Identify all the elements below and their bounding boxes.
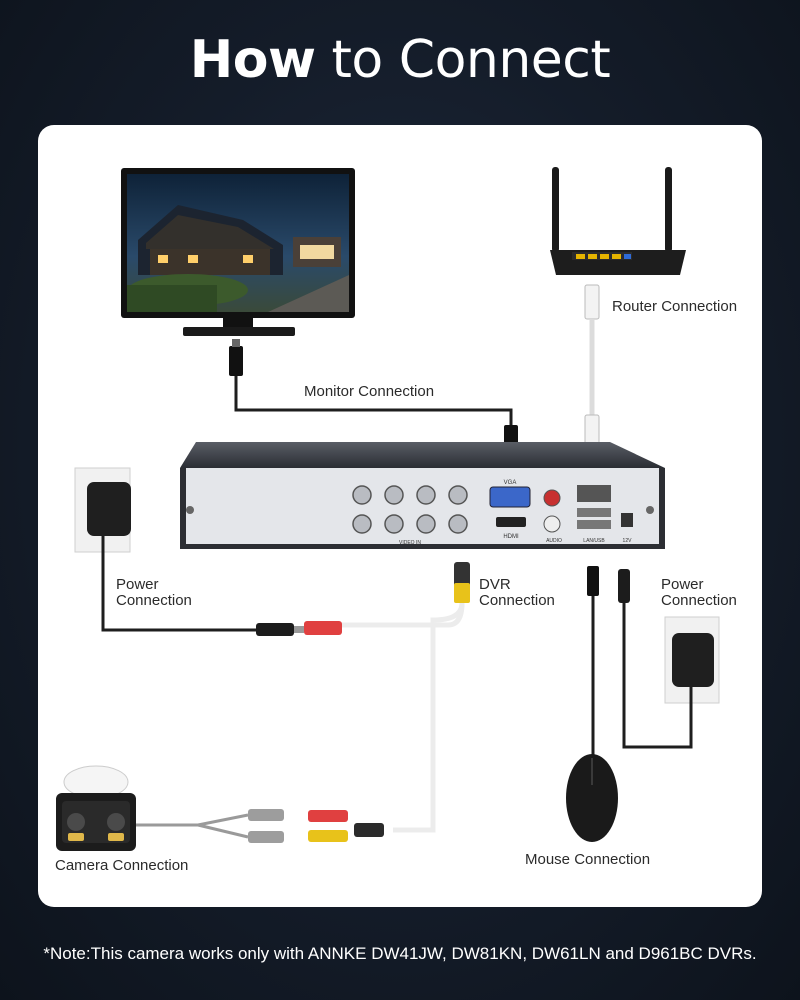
camera-icon: [56, 765, 384, 851]
power-connection-left-label: Power Connection: [116, 576, 192, 609]
lan-label: LAN/USB: [583, 538, 605, 544]
dc-label: 12V: [623, 538, 633, 544]
power-adapter-right-icon: [618, 569, 720, 749]
dvr-recorder: [180, 442, 665, 549]
audio-label: AUDIO: [546, 538, 562, 544]
monitor-icon: [121, 168, 355, 336]
compatibility-note: *Note:This camera works only with ANNKE …: [43, 944, 757, 963]
diagram-card: VGA HDMI VIDEO IN AUDIO LAN/USB 12V: [38, 125, 762, 907]
power-connection-right-label: Power Connection: [661, 576, 737, 609]
mouse-icon: [566, 566, 618, 842]
bnc-cable: [304, 562, 470, 833]
power-adapter-left-icon: [74, 467, 304, 636]
mouse-connection-label: Mouse Connection: [525, 851, 651, 868]
vga-label: VGA: [504, 480, 517, 486]
video-in-label: VIDEO IN: [399, 540, 421, 546]
ethernet-cable: [584, 284, 600, 450]
bnc-ports-icon: [352, 485, 468, 534]
router-icon: [550, 167, 686, 275]
hdmi-label: HDMI: [503, 534, 519, 540]
router-connection-label: Router Connection: [612, 298, 738, 315]
dvr-panel-text: VGA HDMI VIDEO IN AUDIO LAN/USB 12V: [399, 480, 632, 546]
title-rest: to Connect: [331, 30, 611, 90]
dvr-connection-label: DVR Connection: [479, 576, 555, 609]
monitor-connection-label: Monitor Connection: [304, 383, 435, 400]
connection-diagram: VGA HDMI VIDEO IN AUDIO LAN/USB 12V: [56, 167, 720, 851]
camera-connection-label: Camera Connection: [55, 857, 189, 874]
page-title: How to Connect: [0, 30, 800, 90]
title-bold: How: [189, 30, 316, 90]
